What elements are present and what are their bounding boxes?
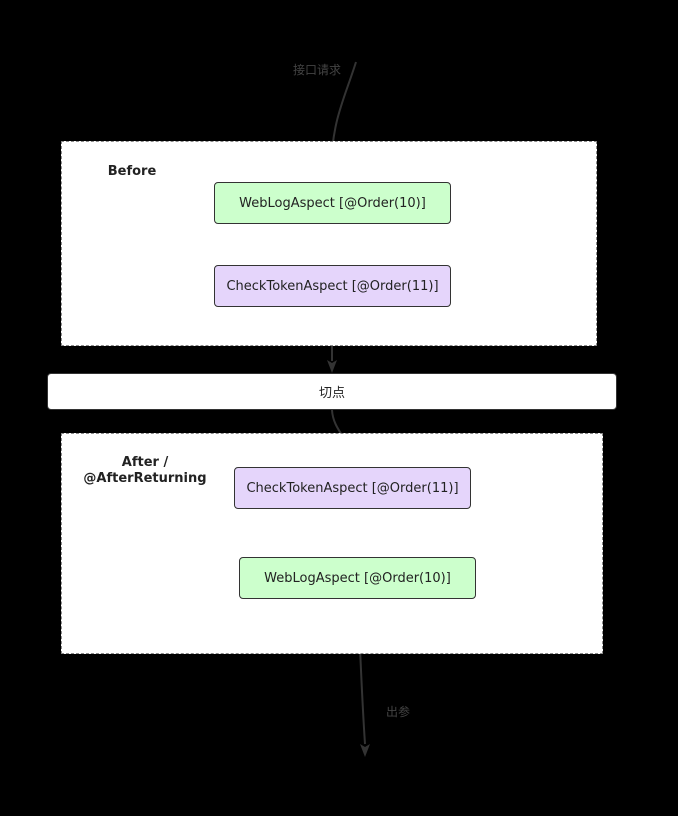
response-edge-label: 出参 [386, 705, 411, 719]
web-log-aspect-after-node[interactable]: WebLogAspect [@Order(10)] [239, 557, 476, 599]
web-log-aspect-after-label: WebLogAspect [@Order(10)] [264, 570, 451, 586]
response-edge-arrowhead [360, 744, 370, 757]
check-token-aspect-after-node[interactable]: CheckTokenAspect [@Order(11)] [234, 467, 471, 509]
pointcut-label: 切点 [318, 386, 345, 401]
web-log-aspect-before-label: WebLogAspect [@Order(10)] [239, 195, 426, 211]
check-token-aspect-before-label: CheckTokenAspect [@Order(11)] [226, 278, 439, 294]
check-token-to-pointcut-edge-arrowhead [327, 360, 337, 373]
before-group [61, 141, 597, 346]
after-group-title: After / @AfterReturning [74, 455, 216, 487]
after-group-title-line2: @AfterReturning [83, 471, 207, 486]
check-token-aspect-after-label: CheckTokenAspect [@Order(11)] [246, 480, 459, 496]
check-token-aspect-before-node[interactable]: CheckTokenAspect [@Order(11)] [214, 265, 451, 307]
web-log-aspect-before-node[interactable]: WebLogAspect [@Order(10)] [214, 182, 451, 224]
request-edge-label: 接口请求 [293, 63, 342, 77]
pointcut-node[interactable]: 切点 [47, 373, 617, 410]
before-group-title: Before [107, 164, 157, 179]
after-group-title-line1: After / [121, 455, 169, 470]
